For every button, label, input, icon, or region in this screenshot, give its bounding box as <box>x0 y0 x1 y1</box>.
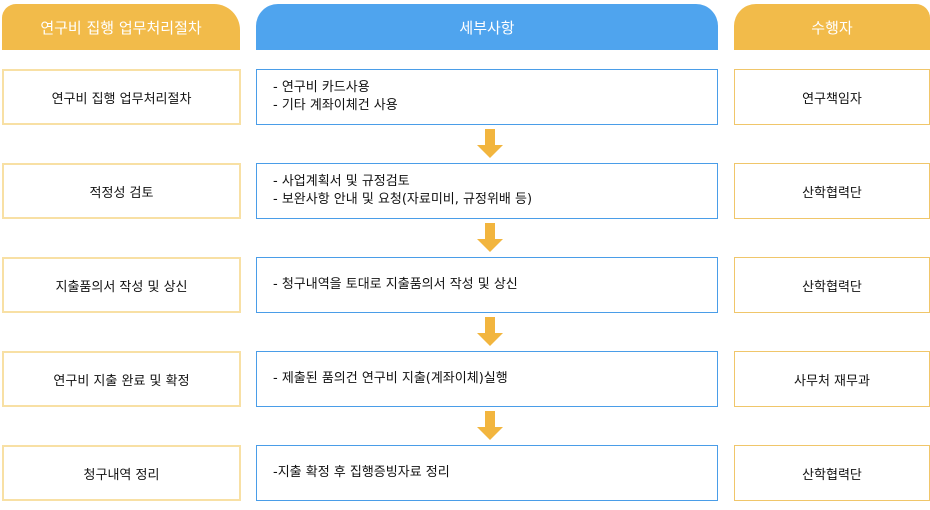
details-box: - 제출된 품의건 연구비 지출(계좌이체)실행 <box>256 351 718 407</box>
down-arrow-icon <box>477 411 503 440</box>
performer-label: 사무처 재무과 <box>794 373 870 389</box>
header-performer: 수행자 <box>734 4 930 50</box>
procedure-step: 청구내역 정리 <box>2 445 241 501</box>
performer-label: 산학협력단 <box>802 467 862 483</box>
details-box: - 청구내역을 토대로 지출품의서 작성 및 상신 <box>256 257 718 313</box>
procedure-step: 연구비 집행 업무처리절차 <box>2 69 241 125</box>
procedure-label: 연구비 지출 완료 및 확정 <box>53 373 190 389</box>
performer-box: 산학협력단 <box>734 257 930 313</box>
procedure-label: 지출품의서 작성 및 상신 <box>55 279 188 295</box>
performer-box: 산학협력단 <box>734 445 930 501</box>
down-arrow-icon <box>477 317 503 346</box>
header-procedure: 연구비 집행 업무처리절차 <box>2 4 240 50</box>
performer-box: 사무처 재무과 <box>734 351 930 407</box>
performer-box: 연구책임자 <box>734 69 930 125</box>
detail-line: -지출 확정 후 집행증빙자료 정리 <box>273 465 450 480</box>
procedure-label: 청구내역 정리 <box>83 467 160 483</box>
details-box: - 사업계획서 및 규정검토 - 보완사항 안내 및 요청(자료미비, 규정위배 … <box>256 163 718 219</box>
detail-line: - 제출된 품의건 연구비 지출(계좌이체)실행 <box>273 371 508 386</box>
procedure-label: 적정성 검토 <box>89 185 154 201</box>
performer-label: 연구책임자 <box>802 91 862 107</box>
procedure-step: 적정성 검토 <box>2 163 241 219</box>
performer-label: 산학협력단 <box>802 185 862 201</box>
down-arrow-icon <box>477 223 503 252</box>
down-arrow-icon <box>477 129 503 158</box>
detail-line: - 청구내역을 토대로 지출품의서 작성 및 상신 <box>273 277 518 292</box>
procedure-step: 연구비 지출 완료 및 확정 <box>2 351 241 407</box>
procedure-label: 연구비 집행 업무처리절차 <box>51 91 192 107</box>
performer-label: 산학협력단 <box>802 279 862 295</box>
details-box: -지출 확정 후 집행증빙자료 정리 <box>256 445 718 501</box>
details-box: - 연구비 카드사용 - 기타 계좌이체건 사용 <box>256 69 718 125</box>
performer-box: 산학협력단 <box>734 163 930 219</box>
detail-line: - 보완사항 안내 및 요청(자료미비, 규정위배 등) <box>273 192 533 207</box>
header-details: 세부사항 <box>256 4 718 50</box>
detail-line: - 기타 계좌이체건 사용 <box>273 98 398 113</box>
procedure-step: 지출품의서 작성 및 상신 <box>2 257 241 313</box>
detail-line: - 연구비 카드사용 <box>273 80 370 95</box>
detail-line: - 사업계획서 및 규정검토 <box>273 174 410 189</box>
